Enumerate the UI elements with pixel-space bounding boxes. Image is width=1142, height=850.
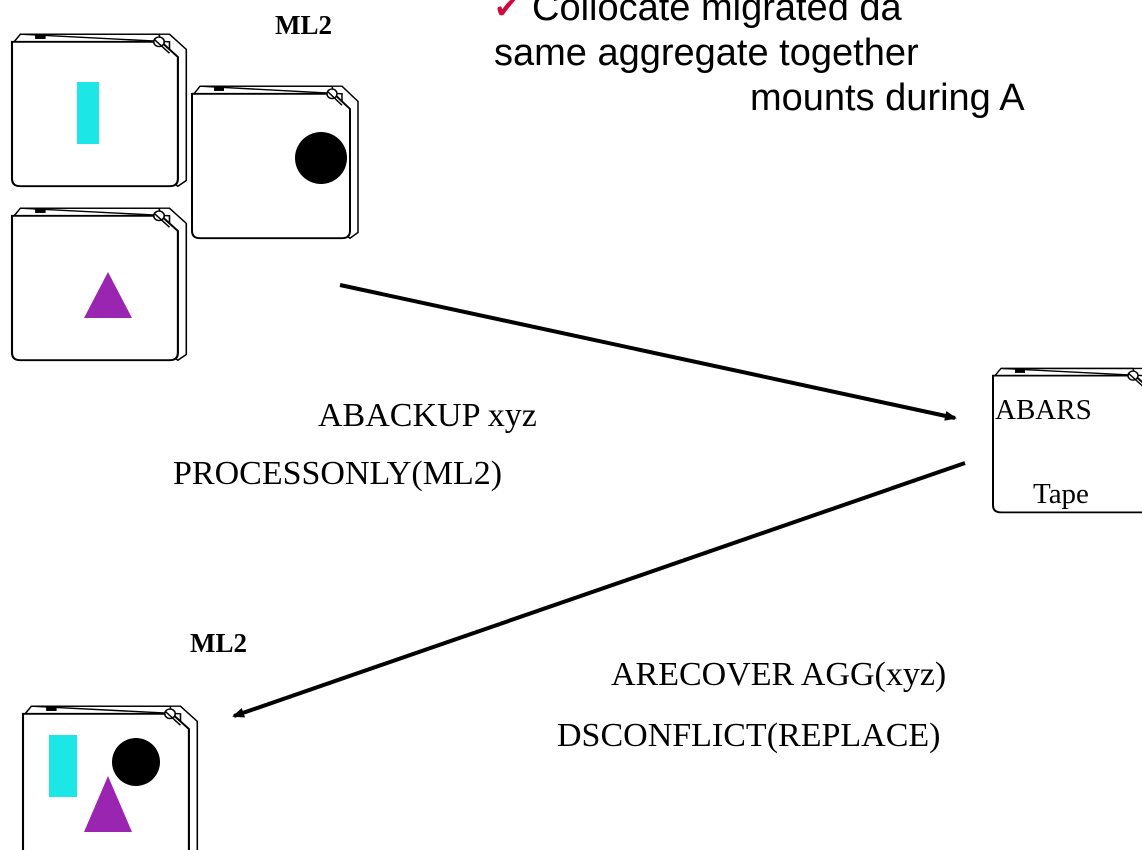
rectangle-icon: [49, 735, 77, 797]
tape-cartridge-icon: [10, 207, 188, 362]
backup-command-line1: ABACKUP xyz: [318, 397, 537, 434]
tape-cartridge-icon: [10, 33, 188, 188]
recover-command-line1: ARECOVER AGG(xyz): [611, 656, 947, 693]
bullet-line-2: same aggregate together: [494, 32, 919, 74]
triangle-icon: [84, 776, 132, 832]
bullet-line-1: ✔ Collocate migrated da: [494, 0, 1142, 31]
tape-label-line2: Tape: [1033, 478, 1089, 510]
tape-label-line1: ABARS: [995, 394, 1092, 426]
circle-icon: [295, 132, 347, 184]
rectangle-icon: [77, 82, 99, 144]
ml2-label-top: ML2: [275, 10, 332, 40]
check-icon: ✔: [494, 0, 520, 25]
backup-arrow: [339, 283, 957, 421]
circle-icon: [112, 738, 160, 786]
bullet-line-3: mounts during A: [750, 77, 1025, 119]
ml2-label-bottom: ML2: [190, 628, 247, 658]
backup-command-line2: PROCESSONLY(ML2): [173, 455, 503, 492]
recover-command-line2: DSCONFLICT(REPLACE): [557, 717, 941, 754]
recover-arrow: [232, 461, 966, 718]
bullet-block: ✔ Collocate migrated da same aggregate t…: [494, 0, 1142, 121]
triangle-icon: [84, 272, 132, 318]
